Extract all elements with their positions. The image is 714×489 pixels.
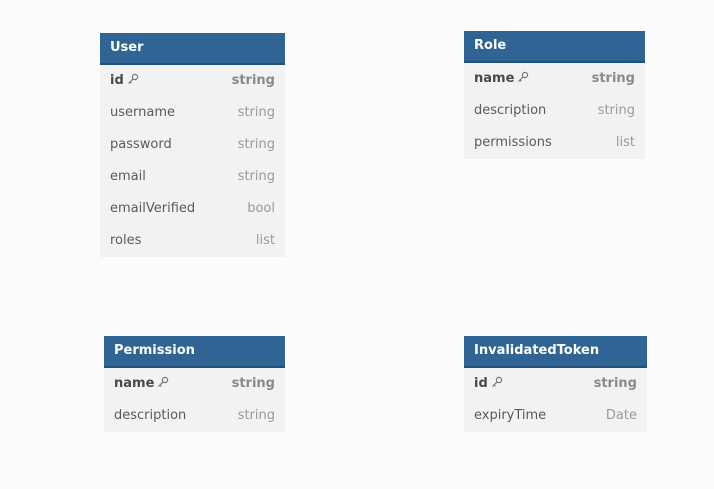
field-type: string xyxy=(237,137,275,152)
field-name: expiryTime xyxy=(474,408,547,423)
field-row: id string xyxy=(464,368,647,400)
entity-title: InvalidatedToken xyxy=(464,336,647,368)
field-name: description xyxy=(474,103,547,118)
field-row: email string xyxy=(100,161,285,193)
entity-invalidated-token[interactable]: InvalidatedToken id string expiryTime Da… xyxy=(464,336,647,432)
field-name: username xyxy=(110,105,175,120)
field-type: list xyxy=(255,233,275,248)
field-type: string xyxy=(231,376,275,391)
field-type: string xyxy=(237,408,275,423)
field-row: name string xyxy=(104,368,285,400)
field-type: string xyxy=(593,376,637,391)
field-type: list xyxy=(615,135,635,150)
field-name: id xyxy=(110,65,139,97)
field-type: string xyxy=(237,105,275,120)
entity-permission[interactable]: Permission name string description strin… xyxy=(104,336,285,432)
field-row: name string xyxy=(464,63,645,95)
field-name: roles xyxy=(110,233,142,248)
entity-title: User xyxy=(100,33,285,65)
field-name: id xyxy=(474,368,503,400)
entity-role[interactable]: Role name string description string perm… xyxy=(464,31,645,159)
field-name: email xyxy=(110,169,146,184)
field-type: string xyxy=(237,169,275,184)
field-row: roles list xyxy=(100,225,285,257)
key-icon xyxy=(518,71,529,82)
field-name: description xyxy=(114,408,187,423)
field-row: id string xyxy=(100,65,285,97)
entity-title: Permission xyxy=(104,336,285,368)
field-name: permissions xyxy=(474,135,552,150)
key-icon xyxy=(491,376,502,387)
key-icon xyxy=(158,376,169,387)
entity-title: Role xyxy=(464,31,645,63)
entity-user[interactable]: User id string username string password … xyxy=(100,33,285,257)
field-name: name xyxy=(474,63,529,95)
field-type: Date xyxy=(605,408,637,423)
field-type: bool xyxy=(247,201,275,216)
field-name: name xyxy=(114,368,169,400)
field-type: string xyxy=(597,103,635,118)
field-type: string xyxy=(591,71,635,86)
field-name: password xyxy=(110,137,172,152)
field-row: password string xyxy=(100,129,285,161)
field-row: expiryTime Date xyxy=(464,400,647,432)
field-row: description string xyxy=(464,95,645,127)
key-icon xyxy=(127,73,138,84)
field-row: username string xyxy=(100,97,285,129)
field-row: description string xyxy=(104,400,285,432)
field-type: string xyxy=(231,73,275,88)
field-name: emailVerified xyxy=(110,201,196,216)
field-row: emailVerified bool xyxy=(100,193,285,225)
field-row: permissions list xyxy=(464,127,645,159)
